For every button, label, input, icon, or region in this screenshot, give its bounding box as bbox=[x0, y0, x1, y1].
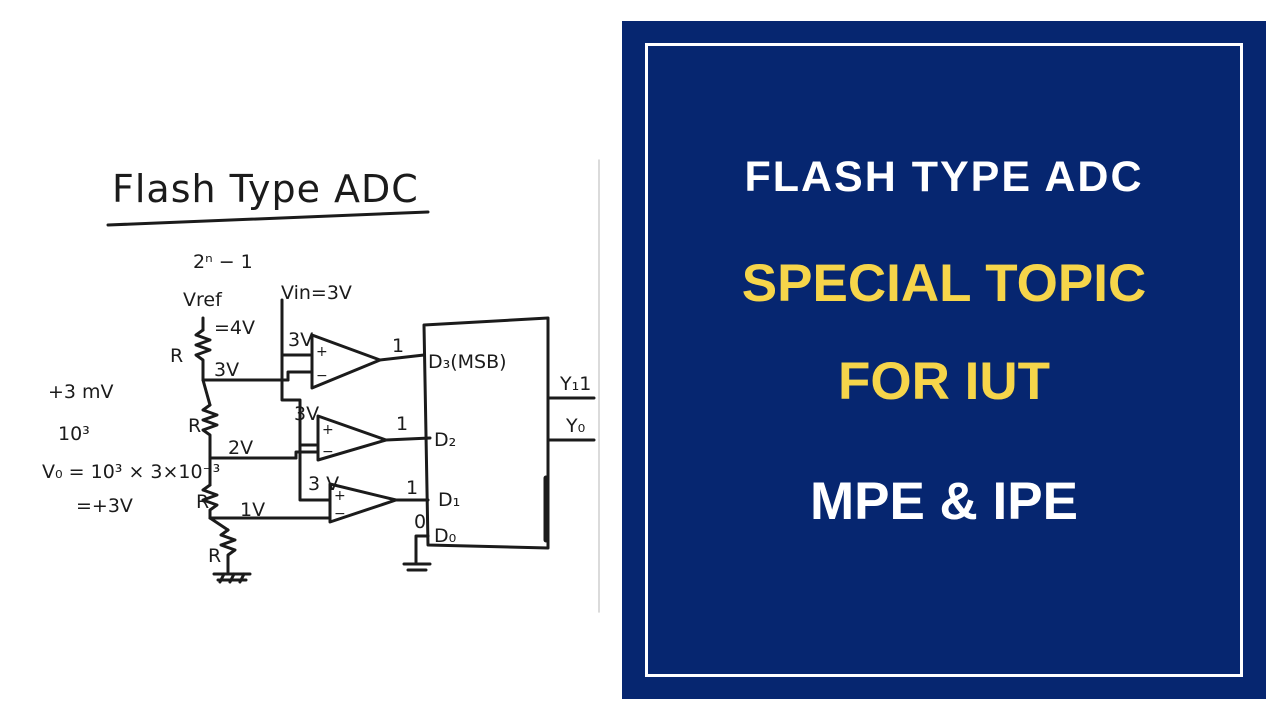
comparator-2 bbox=[316, 414, 388, 462]
output-bit-1: 1 bbox=[392, 335, 404, 357]
comparator-2-inminus bbox=[294, 450, 320, 460]
comp-1-minus: − bbox=[316, 368, 328, 384]
comp-1-input-label: 3V bbox=[288, 329, 313, 351]
formula-label: 2ⁿ − 1 bbox=[193, 251, 253, 273]
comp-3-minus: − bbox=[334, 506, 346, 522]
d0-wire bbox=[414, 534, 430, 564]
comparator-3 bbox=[328, 482, 398, 524]
note-line-2: 10³ bbox=[58, 423, 90, 445]
y1-label: Y₁1 bbox=[559, 373, 591, 395]
ladder-wire bbox=[201, 378, 212, 407]
sketch-title: Flash Type ADC bbox=[112, 167, 419, 211]
output-bit-3: 1 bbox=[406, 477, 418, 499]
output-y0-wire bbox=[546, 410, 596, 442]
resistor-label: R bbox=[170, 345, 183, 367]
y0-label: Y₀ bbox=[565, 415, 585, 437]
d3-label: D₃(MSB) bbox=[428, 351, 507, 373]
node-3v-label: 3V bbox=[214, 359, 239, 381]
output-bit-4: 0 bbox=[414, 511, 426, 533]
comparator-1 bbox=[310, 333, 382, 390]
ground-symbol bbox=[212, 572, 252, 584]
resistor-2 bbox=[201, 403, 219, 460]
panel-border bbox=[645, 43, 1243, 677]
d0-label: D₀ bbox=[434, 525, 456, 547]
note-line-1: +3 mV bbox=[48, 381, 114, 403]
resistor-1 bbox=[194, 328, 212, 382]
comp-2-input-label: 3V bbox=[294, 403, 319, 425]
comp-2-plus: + bbox=[322, 422, 334, 438]
resistor-label: R bbox=[196, 491, 209, 513]
headline-title: FLASH TYPE ADC bbox=[744, 153, 1144, 201]
note-line-3: V₀ = 10³ × 3×10⁻³ bbox=[42, 461, 220, 483]
handdrawn-flash-adc-circuit: Flash Type ADC 2ⁿ − 1 Vref =4V Vin=3V R … bbox=[42, 159, 600, 613]
headline-departments: MPE & IPE bbox=[809, 472, 1078, 531]
headline-for-iut: FOR IUT bbox=[838, 352, 1050, 411]
comparator-1-out bbox=[378, 353, 426, 362]
output-bit-2: 1 bbox=[396, 413, 408, 435]
ladder-wire bbox=[208, 516, 230, 532]
resistor-3 bbox=[201, 483, 219, 520]
comp-3-plus: + bbox=[334, 488, 346, 504]
vin-bus bbox=[280, 298, 332, 502]
title-panel: FLASH TYPE ADC SPECIAL TOPIC FOR IUT MPE… bbox=[622, 21, 1266, 699]
vref-value: =4V bbox=[214, 317, 255, 339]
comp-2-minus: − bbox=[322, 444, 334, 460]
comparator-1-inminus bbox=[286, 370, 314, 382]
ground-symbol-2 bbox=[402, 562, 432, 572]
comp-1-plus: + bbox=[316, 344, 328, 360]
node-2v-label: 2V bbox=[228, 437, 253, 459]
node-1v-label: 1V bbox=[240, 499, 265, 521]
title-underline bbox=[106, 210, 430, 227]
comparator-2-out bbox=[384, 436, 432, 442]
d2-label: D₂ bbox=[434, 429, 456, 451]
resistor-4 bbox=[219, 528, 237, 574]
d1-label: D₁ bbox=[438, 489, 460, 511]
vin-label: Vin=3V bbox=[281, 282, 352, 304]
resistor-label: R bbox=[208, 545, 221, 567]
headline-special-topic: SPECIAL TOPIC bbox=[741, 254, 1147, 313]
vref-label: Vref bbox=[183, 289, 223, 311]
comp-3-input-label: 3 V bbox=[308, 473, 339, 495]
note-line-4: =+3V bbox=[76, 495, 133, 517]
encoder-box bbox=[422, 316, 550, 550]
resistor-label: R bbox=[188, 415, 201, 437]
